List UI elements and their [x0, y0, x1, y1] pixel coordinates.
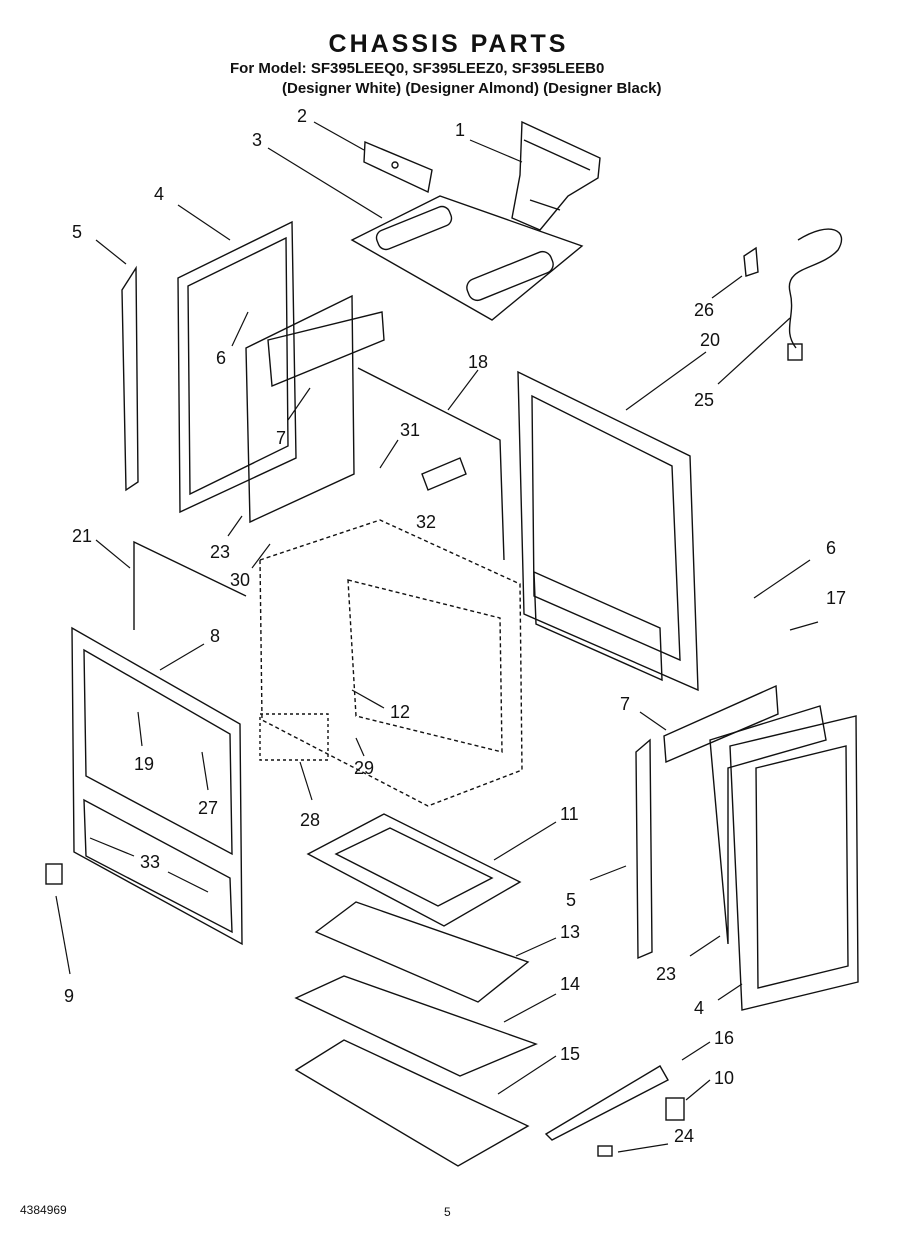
part-24-spacer	[597, 1145, 613, 1157]
callout-28: 28	[300, 810, 320, 830]
part-2-bracket	[363, 140, 433, 194]
callout-5: 5	[72, 222, 82, 242]
callout-labels: 1 2 3 4 5 18 20 26 25 6 7 31 32 6 23 30 …	[64, 106, 846, 1146]
part-3-burner-box	[350, 195, 584, 321]
part-7-right-insulation	[663, 684, 779, 764]
part-5-left-trim-strip	[121, 265, 139, 492]
part-4-left-side-panel	[177, 220, 297, 514]
part-14-drawer-body	[294, 975, 538, 1077]
callout-6: 6	[216, 348, 226, 368]
oven-cavity	[259, 519, 523, 807]
part-18-gasket	[357, 367, 505, 561]
callout-7-right: 7	[620, 694, 630, 714]
callout-26: 26	[694, 300, 714, 320]
callout-10: 10	[714, 1068, 734, 1088]
part-10-leveling-leg	[665, 1097, 685, 1121]
part-5-right-trim-strip	[635, 738, 653, 960]
part-16-slide-rail	[544, 1065, 669, 1141]
callout-23: 23	[210, 542, 230, 562]
callout-15: 15	[560, 1044, 580, 1064]
part-23-right-panel	[709, 705, 827, 945]
callout-12: 12	[390, 702, 410, 722]
callout-20: 20	[700, 330, 720, 350]
leader-lines	[55, 121, 819, 1153]
callout-2: 2	[297, 106, 307, 126]
callout-11: 11	[560, 804, 579, 824]
part-7-left-insulation	[245, 294, 385, 524]
part-15-drawer-panel	[294, 1039, 530, 1167]
callout-8: 8	[210, 626, 220, 646]
callout-3: 3	[252, 130, 262, 150]
callout-7: 7	[276, 428, 286, 448]
callout-24: 24	[674, 1126, 694, 1146]
part-20-rear-panel	[517, 370, 699, 692]
callout-5-right: 5	[566, 890, 576, 910]
callout-13: 13	[560, 922, 580, 942]
callout-27: 27	[198, 798, 218, 818]
callout-9: 9	[64, 986, 74, 1006]
part-32-ignitor-module	[421, 457, 467, 491]
callout-6-right: 6	[826, 538, 836, 558]
callout-30: 30	[230, 570, 250, 590]
callout-21: 21	[72, 526, 92, 546]
callout-29: 29	[354, 758, 374, 778]
part-8-front-frame	[71, 626, 243, 946]
diagram-title: CHASSIS PARTS	[328, 30, 569, 58]
callout-17: 17	[826, 588, 846, 608]
part-26-clip	[743, 246, 759, 277]
document-part-number: 4384969	[20, 1203, 67, 1217]
callout-18: 18	[468, 352, 488, 372]
callout-14: 14	[560, 974, 580, 994]
part-25-power-cord	[787, 228, 843, 361]
callout-25: 25	[694, 390, 714, 410]
callout-4: 4	[154, 184, 164, 204]
callout-23-right: 23	[656, 964, 676, 984]
page-number: 5	[444, 1205, 451, 1219]
callout-4-right: 4	[694, 998, 704, 1018]
part-28-control-knobs	[259, 713, 329, 761]
part-4-right-side-panel	[729, 715, 859, 1011]
callout-16: 16	[714, 1028, 734, 1048]
part-1-vent-duct	[511, 120, 601, 231]
model-list: For Model: SF395LEEQ0, SF395LEEZ0, SF395…	[230, 60, 605, 77]
callout-32: 32	[416, 512, 436, 532]
color-variants: (Designer White) (Designer Almond) (Desi…	[282, 80, 662, 97]
part-13-tray	[314, 901, 530, 1003]
callout-19: 19	[134, 754, 154, 774]
callout-1: 1	[455, 120, 465, 140]
part-9-leveling-leg	[45, 863, 63, 885]
part-11-broiler-pan	[306, 813, 522, 927]
callout-33: 33	[140, 852, 160, 872]
callout-31: 31	[400, 420, 420, 440]
part-21-door-gasket	[133, 540, 247, 630]
